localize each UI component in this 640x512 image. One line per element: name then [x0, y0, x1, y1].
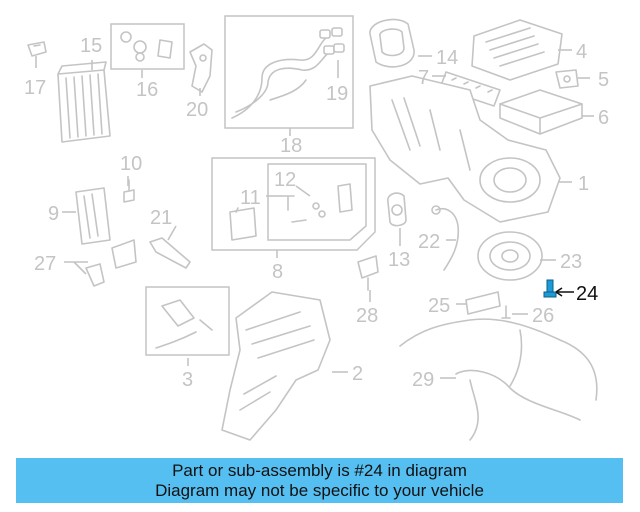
callout-4: 4	[576, 41, 587, 63]
part-26-screw	[501, 305, 511, 319]
group-box-16	[110, 23, 185, 70]
part-29-wiring-harness	[399, 318, 598, 441]
part-21-sensor	[149, 237, 191, 269]
part-25-seal	[465, 291, 501, 315]
callout-3: 3	[182, 369, 193, 391]
leader-21	[167, 225, 177, 241]
callout-9: 9	[48, 203, 59, 225]
part-23-blower-motor	[477, 231, 543, 281]
part-13-grommet	[387, 192, 407, 227]
leader-12	[295, 185, 311, 197]
part-10-screw	[123, 179, 135, 203]
group-box-18	[224, 15, 354, 129]
callout-16: 16	[136, 79, 158, 101]
callout-5: 5	[598, 69, 609, 91]
callout-7: 7	[418, 67, 429, 89]
callout-14: 14	[436, 47, 458, 69]
callout-22: 22	[418, 231, 440, 253]
callout-29: 29	[412, 369, 434, 391]
part-22-drain-hose	[431, 205, 460, 271]
callout-11: 11	[240, 187, 261, 209]
part-28-connector	[357, 255, 379, 291]
group-box-12	[267, 163, 367, 241]
group-box-8	[211, 157, 376, 251]
part-24-screw[interactable]	[543, 279, 557, 298]
part-17-bracket	[27, 41, 47, 57]
part-2-lower-case	[221, 291, 331, 441]
part-20-bracket	[189, 43, 213, 93]
part-16-fittings	[120, 31, 173, 62]
part-4-housing	[471, 19, 563, 81]
callout-21: 21	[150, 207, 172, 229]
callout-12: 12	[274, 169, 296, 191]
callout-20: 20	[186, 99, 208, 121]
banner-line-2: Diagram may not be specific to your vehi…	[155, 480, 484, 500]
callout-10: 10	[120, 153, 142, 175]
part-5-actuator	[555, 69, 579, 89]
part-14-seal	[369, 18, 415, 68]
part-9-filter	[75, 187, 111, 245]
callout-2: 2	[352, 363, 363, 385]
callout-26: 26	[532, 305, 554, 327]
callout-8: 8	[272, 261, 283, 283]
callout-25: 25	[428, 295, 450, 317]
callout-17: 17	[24, 77, 46, 99]
part-18-ac-lines	[231, 27, 345, 119]
callout-28: 28	[356, 305, 378, 327]
part-12-fasteners	[281, 183, 353, 223]
part-15-heater-core	[57, 61, 111, 143]
callout-27: 27	[34, 253, 56, 275]
part-11-module	[229, 207, 257, 241]
callout-13: 13	[388, 249, 410, 271]
group-box-3	[145, 286, 230, 356]
callout-19: 19	[326, 83, 348, 105]
callout-24[interactable]: 24	[576, 283, 598, 305]
leader-24-arrow	[555, 287, 563, 297]
callout-18: 18	[280, 135, 302, 157]
callout-23: 23	[560, 251, 582, 273]
part-6-cabin-filter	[499, 89, 583, 135]
callout-6: 6	[598, 107, 609, 129]
callout-15: 15	[80, 35, 102, 57]
callout-1: 1	[578, 173, 589, 195]
info-banner: Part or sub-assembly is #24 in diagram D…	[16, 458, 623, 503]
banner-line-1: Part or sub-assembly is #24 in diagram	[172, 460, 467, 480]
part-3-linkage	[155, 299, 213, 349]
leader-27	[64, 261, 88, 275]
part-1-hvac-case	[369, 75, 561, 223]
part-27-bracket	[85, 239, 137, 287]
parts-diagram: 15 16 17 20 18 19 14 4 5 7 6 1 10 9 21 2…	[24, 15, 609, 441]
